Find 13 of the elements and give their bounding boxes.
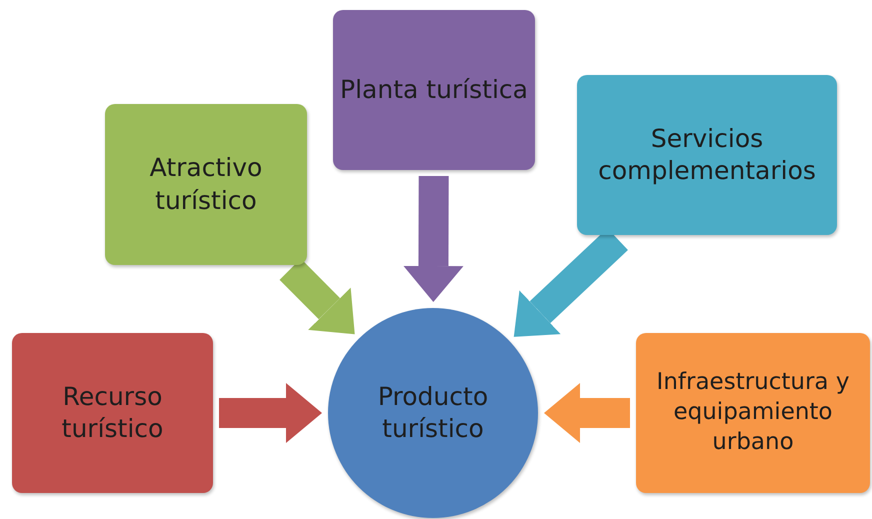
node-label: Recurso turístico [60,380,164,445]
node-label: Planta turística [340,74,528,106]
block-arrow [219,383,322,443]
category-box [333,10,535,170]
category-box [105,104,307,265]
category-box [636,333,870,493]
node-label: Producto turístico [376,380,490,445]
node-label: Servicios complementarios [597,122,817,187]
block-arrow [403,176,464,302]
node-label: Infraestructura y equipamiento urbano [656,368,850,457]
node-label: Atractivo turístico [148,152,264,216]
category-box [577,75,837,235]
category-box [12,333,213,493]
